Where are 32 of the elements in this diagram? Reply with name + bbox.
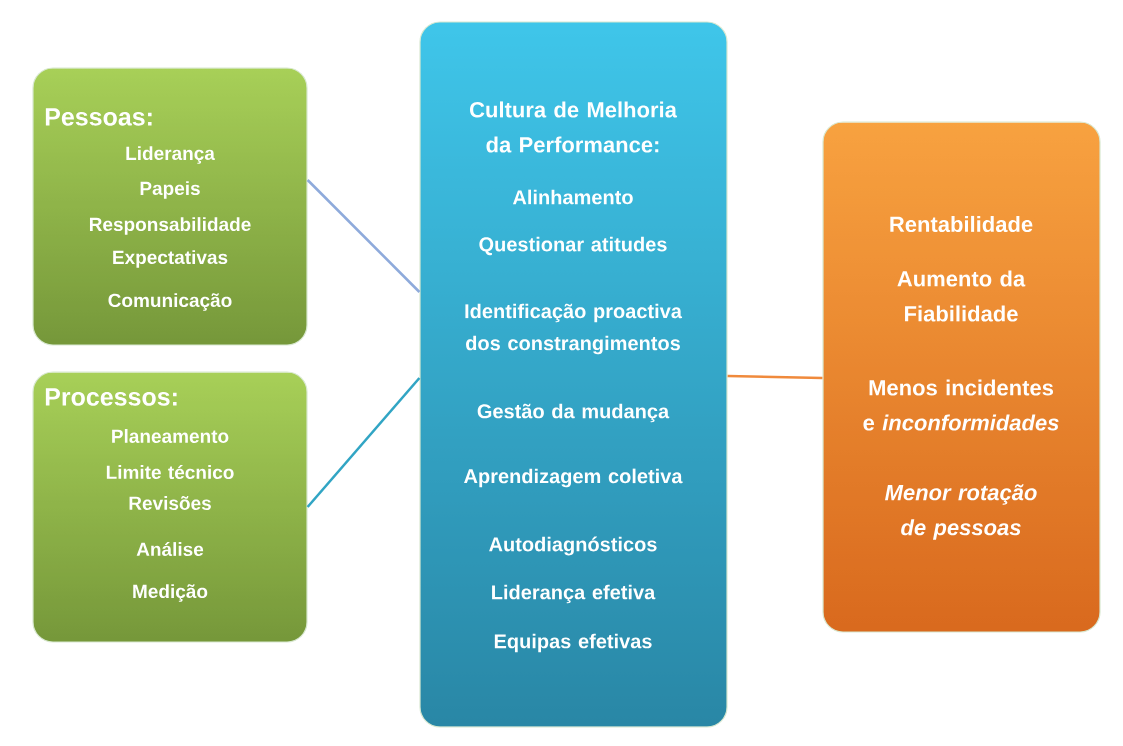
rounded-box bbox=[419, 21, 728, 728]
list-item: Aumento da Fiabilidade bbox=[897, 270, 1026, 322]
rounded-box bbox=[822, 121, 1101, 633]
list-item: Menor rotação de pessoas bbox=[885, 484, 1037, 540]
list-item: Planeamento bbox=[112, 429, 229, 443]
box-heading: Processos: bbox=[45, 388, 177, 406]
connector-line bbox=[727, 374, 823, 380]
connector-line bbox=[306, 377, 421, 508]
list-item: Autodiagnósticos bbox=[489, 536, 657, 556]
list-item: Expectativas bbox=[113, 250, 228, 268]
list-item: Limite técnico bbox=[106, 464, 234, 480]
list-item: Menos incidentes e inconformidades bbox=[863, 379, 1059, 431]
list-item: Identificação proactiva dos constrangimentos bbox=[465, 303, 683, 355]
list-item: Análise bbox=[136, 541, 204, 557]
list-item: Responsabilidade bbox=[89, 217, 251, 235]
box-heading: Cultura de Melhoria da Performance: bbox=[470, 101, 678, 153]
list-item: Gestão da mudança bbox=[477, 403, 670, 423]
list-item: Equipas efetivas bbox=[494, 633, 652, 653]
rounded-box bbox=[32, 371, 308, 643]
list-item: Liderança efetiva bbox=[492, 584, 656, 604]
rounded-box bbox=[32, 67, 308, 346]
list-item: Rentabilidade bbox=[890, 215, 1033, 233]
list-item: Medição bbox=[133, 584, 208, 602]
list-item: Liderança bbox=[126, 146, 215, 164]
box-heading: Pessoas: bbox=[45, 108, 152, 126]
list-item: Papeis bbox=[140, 181, 200, 199]
list-item: Revisões bbox=[129, 496, 211, 510]
list-item: Alinhamento bbox=[512, 189, 633, 205]
connector-line bbox=[306, 179, 421, 293]
list-item: Aprendizagem coletiva bbox=[464, 468, 683, 488]
list-item: Questionar atitudes bbox=[479, 236, 667, 256]
list-item: Comunicação bbox=[108, 293, 232, 311]
